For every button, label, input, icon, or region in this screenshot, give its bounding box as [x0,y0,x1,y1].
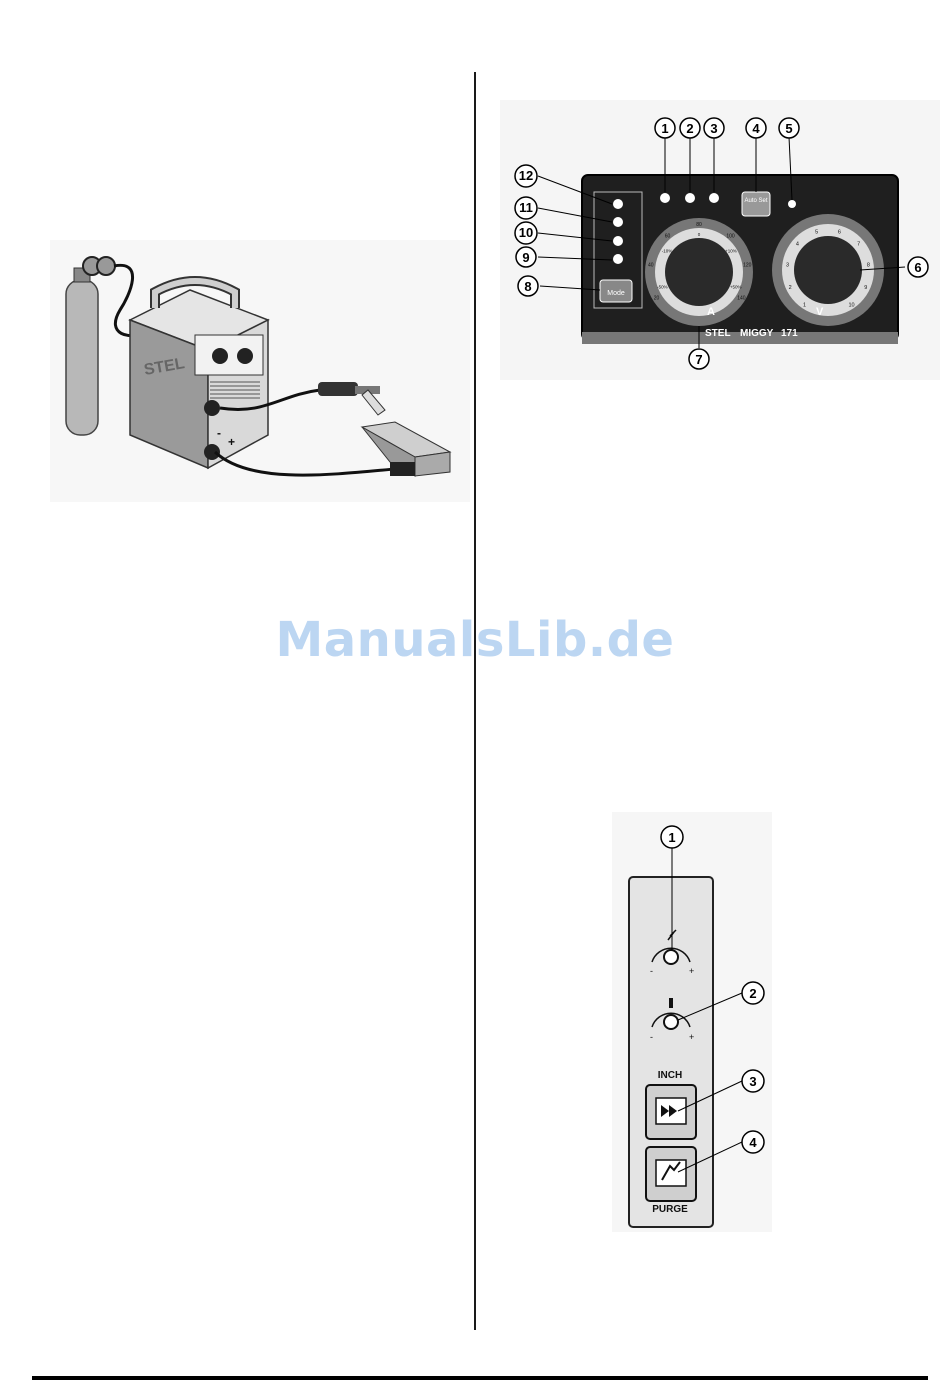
svg-text:1: 1 [668,830,675,845]
current-dial-percent-4: +50% [730,284,742,289]
watermark: ManualsLib.de [0,612,950,668]
led-indicator-1 [660,193,670,203]
callout-9: 9 [516,247,536,267]
voltage-dial-tick-0: 1 [803,303,806,309]
auto-set-button[interactable]: Auto Set [742,192,770,216]
svg-text:10: 10 [519,225,533,240]
purge-button[interactable] [646,1147,696,1201]
knob1-minus: - [650,966,653,976]
svg-text:2: 2 [749,986,756,1001]
callout-5: 5 [779,118,799,138]
auto-set-label: Auto Set [744,198,767,204]
svg-text:7: 7 [695,352,702,367]
callout-11: 11 [515,197,537,219]
current-dial-unit: A [707,306,715,318]
current-dial-tick-0: 20 [654,296,660,302]
feeder-callout-1: 1 [661,826,683,848]
voltage-dial-tick-9: 10 [848,303,854,309]
callout-2: 2 [680,118,700,138]
svg-text:6: 6 [914,260,921,275]
svg-text:9: 9 [522,250,529,265]
callout-12: 12 [515,165,537,187]
voltage-dial-tick-5: 6 [838,230,841,236]
current-dial-tick-5: 120 [743,262,752,268]
inch-label: INCH [658,1070,682,1081]
svg-text:11: 11 [519,200,533,215]
current-dial-tick-4: 100 [726,233,735,239]
current-dial-percent-0: -50% [657,284,668,289]
callout-10: 10 [515,222,537,244]
panel-model-number: 171 [781,328,798,339]
feeder-callout-3: 3 [742,1070,764,1092]
current-dial-percent-3: +10% [725,249,737,254]
callout-7: 7 [689,349,709,369]
led-indicator-9 [613,254,623,264]
wire-speed-icon [669,998,673,1008]
svg-text:3: 3 [710,121,717,136]
current-dial-tick-2: 60 [665,233,671,239]
current-dial-tick-1: 40 [648,262,654,268]
negative-terminal-label: - [217,426,221,440]
voltage-dial-tick-4: 5 [815,230,818,236]
voltage-dial-unit: V [816,306,824,318]
panel-model: MIGGY [740,328,774,339]
callout-3: 3 [704,118,724,138]
mode-button-label: Mode [607,290,625,297]
led-indicator-5 [788,200,796,208]
wire-feeder-panel-figure: - + - + INCH PURGE 1 2 3 4 [612,812,772,1232]
callout-1: 1 [655,118,675,138]
feeder-callout-4: 4 [742,1131,764,1153]
svg-text:5: 5 [785,121,792,136]
led-indicator-10 [613,236,623,246]
svg-text:4: 4 [752,121,760,136]
led-indicator-2 [685,193,695,203]
current-dial-percent-1: -10% [662,249,673,254]
voltage-dial-tick-7: 8 [867,262,870,268]
welder-setup-illustration: STEL + - [50,240,470,502]
svg-text:12: 12 [519,168,533,183]
purge-label: PURGE [652,1204,688,1215]
led-indicator-12 [613,199,623,209]
svg-text:1: 1 [661,121,668,136]
callout-8: 8 [518,276,538,296]
svg-text:2: 2 [686,121,693,136]
knob1-plus: + [689,966,694,976]
panel-brand: STEL [705,328,731,339]
column-divider [474,72,476,1330]
feeder-callout-2: 2 [742,982,764,1004]
control-panel-figure: Mode Auto Set A V STEL MIGGY 171 [500,100,940,380]
inch-button[interactable] [646,1085,696,1139]
svg-text:4: 4 [749,1135,757,1150]
callout-4: 4 [746,118,766,138]
knob2-minus: - [650,1032,653,1042]
current-dial-tick-6: 140 [737,296,746,302]
voltage-dial-tick-8: 9 [864,285,867,291]
positive-terminal-label: + [228,435,235,449]
voltage-dial-tick-1: 2 [789,285,792,291]
svg-text:3: 3 [749,1074,756,1089]
led-indicator-3 [709,193,719,203]
led-indicator-11 [613,217,623,227]
svg-text:8: 8 [524,279,531,294]
mode-button[interactable]: Mode [600,280,632,302]
footer-rule [32,1376,928,1380]
knob2-plus: + [689,1032,694,1042]
voltage-dial-tick-3: 4 [796,242,799,248]
voltage-dial-tick-6: 7 [857,242,860,248]
current-dial-tick-3: 80 [696,222,702,228]
callout-6: 6 [908,257,928,277]
voltage-dial-tick-2: 3 [786,262,789,268]
